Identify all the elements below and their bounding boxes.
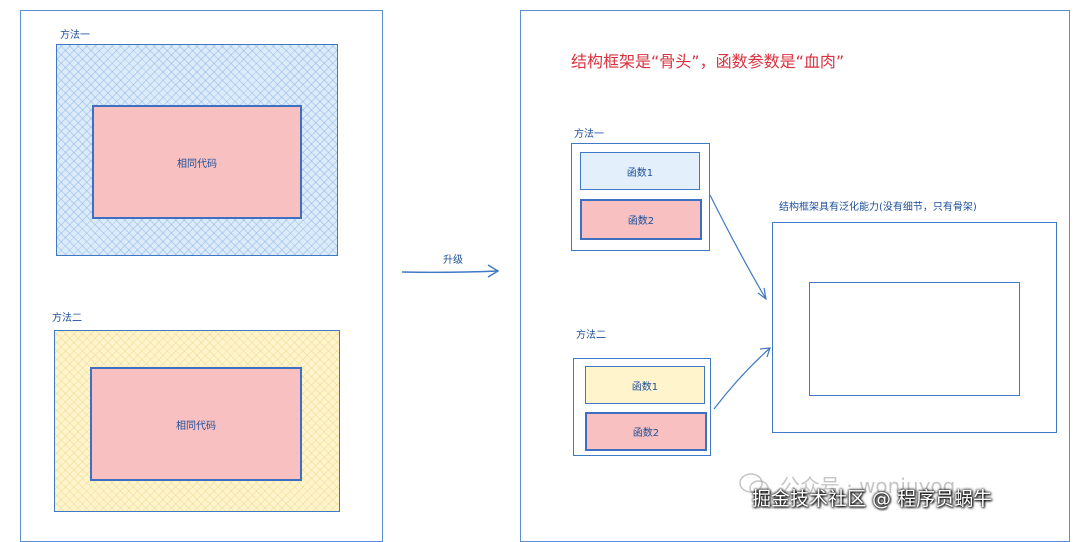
framework-inner-box [809,282,1020,396]
left-method2-label: 方法二 [52,313,82,324]
connector-arrows [709,194,771,410]
wechat-icon [738,472,770,498]
upgrade-label: 升级 [443,255,463,266]
right-method1-label: 方法一 [574,129,604,140]
right-method1-func1-label: 函数1 [626,167,654,179]
generalization-label: 结构框架具有泛化能力(没有细节，只有骨架) [779,202,977,213]
right-method1-func2-label: 函数2 [627,216,655,227]
right-method2-func2: 函数2 [585,412,707,451]
right-method1-func2: 函数2 [580,199,702,240]
left-method2-shared-code: 相同代码 [90,367,302,481]
right-method2-func1-label: 函数1 [631,381,659,393]
watermark: 掘金技术社区 @ 程序员蜗牛 [752,488,993,510]
left-method1-shared-code: 相同代码 [92,105,302,219]
left-method1-shared-code-label: 相同代码 [177,158,217,170]
right-method1-func1: 函数1 [580,152,700,190]
left-method1-label: 方法一 [60,30,90,41]
right-method2-label: 方法二 [576,330,606,341]
watermark-faded: 公众号 · wonjuyog [780,474,956,498]
right-method2-func1: 函数1 [585,366,705,404]
left-method2-shared-code-label: 相同代码 [176,420,216,432]
right-method2-func2-label: 函数2 [632,428,660,439]
upgrade-arrow [401,264,500,278]
right-heading: 结构框架是“骨头”，函数参数是“血肉” [571,52,845,71]
